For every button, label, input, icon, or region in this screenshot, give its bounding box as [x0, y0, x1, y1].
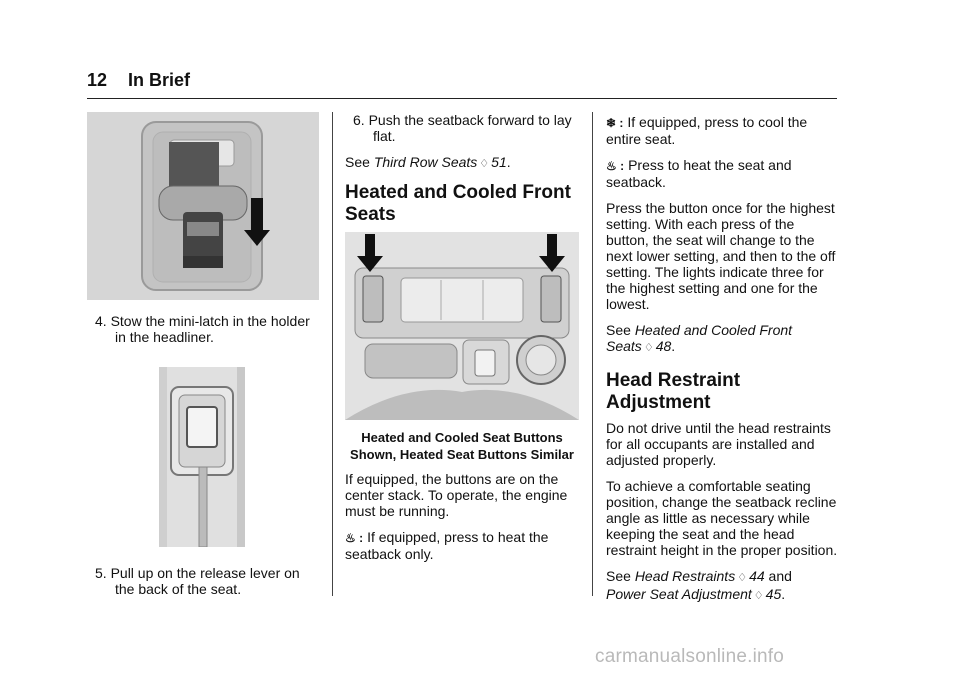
xref-head-restraints[interactable]: Head Restraints	[634, 568, 736, 584]
see-heated-cooled: See Heated and Cooled Front Seats♢48.	[606, 322, 793, 354]
para-head-restraint-1: Do not drive until the head restraints f…	[606, 420, 831, 468]
xref-page-48[interactable]: 48	[655, 338, 672, 354]
para-head-restraint-2: To achieve a comfortable seating positio…	[606, 478, 838, 558]
page-header: 12 In Brief	[87, 70, 190, 91]
xref-page-44[interactable]: 44	[749, 568, 765, 584]
column-3: ❄ :If equipped, press to cool the entire…	[606, 114, 840, 614]
see-third-row: See Third Row Seats♢51.	[345, 154, 511, 170]
item-seat-heat: ♨ :Press to heat the seat and seatback.	[606, 157, 792, 190]
item-seatback-heat: ♨ :If equipped, press to heat the seatba…	[345, 529, 549, 562]
xref-third-row-seats[interactable]: Third Row Seats	[373, 154, 478, 170]
item-seat-cool: ❄ :If equipped, press to cool the entire…	[606, 114, 808, 147]
xref-power-seat-adjustment[interactable]: Power Seat Adjustment	[606, 586, 752, 602]
step-6: 6. Push the seatback forward to lay flat…	[353, 112, 572, 144]
xref-page-51[interactable]: 51	[491, 154, 507, 170]
xref-heated-cooled-seats[interactable]: Heated and Cooled Front Seats	[606, 322, 793, 354]
column-divider-2	[592, 112, 593, 596]
seat-heat-icon: ♨ :	[606, 159, 625, 173]
section-title: In Brief	[128, 70, 191, 90]
step-4: 4. Stow the mini-latch in the holder in …	[95, 313, 310, 345]
seat-cool-icon: ❄ :	[606, 116, 624, 130]
figure-caption: Heated and Cooled Seat Buttons Shown, He…	[350, 430, 574, 462]
seatback-heat-icon: ♨ :	[345, 531, 364, 545]
xref-arrow-icon: ♢	[737, 572, 748, 584]
mini-latch-photo	[87, 112, 319, 303]
page-number: 12	[87, 70, 108, 90]
xref-page-45[interactable]: 45	[765, 586, 782, 602]
column-2: 6. Push the seatback forward to lay flat…	[345, 112, 579, 572]
column-divider-1	[332, 112, 333, 596]
para-press-button: Press the button once for the highest se…	[606, 200, 836, 312]
release-lever-photo	[159, 367, 245, 547]
heading-head-restraint: Head Restraint Adjustment	[606, 370, 741, 413]
xref-arrow-icon: ♢	[643, 342, 654, 354]
seat-buttons-photo	[345, 232, 579, 423]
para-buttons-location: If equipped, the buttons are on the cent…	[345, 471, 568, 519]
xref-arrow-icon: ♢	[753, 590, 764, 602]
heading-heated-cooled: Heated and Cooled Front Seats	[345, 182, 571, 225]
column-1: 4. Stow the mini-latch in the holder in …	[87, 112, 319, 607]
header-rule	[87, 98, 837, 99]
xref-arrow-icon: ♢	[479, 158, 490, 170]
watermark: carmanualsonline.info	[595, 646, 785, 667]
step-5: 5. Pull up on the release lever on the b…	[95, 565, 300, 597]
